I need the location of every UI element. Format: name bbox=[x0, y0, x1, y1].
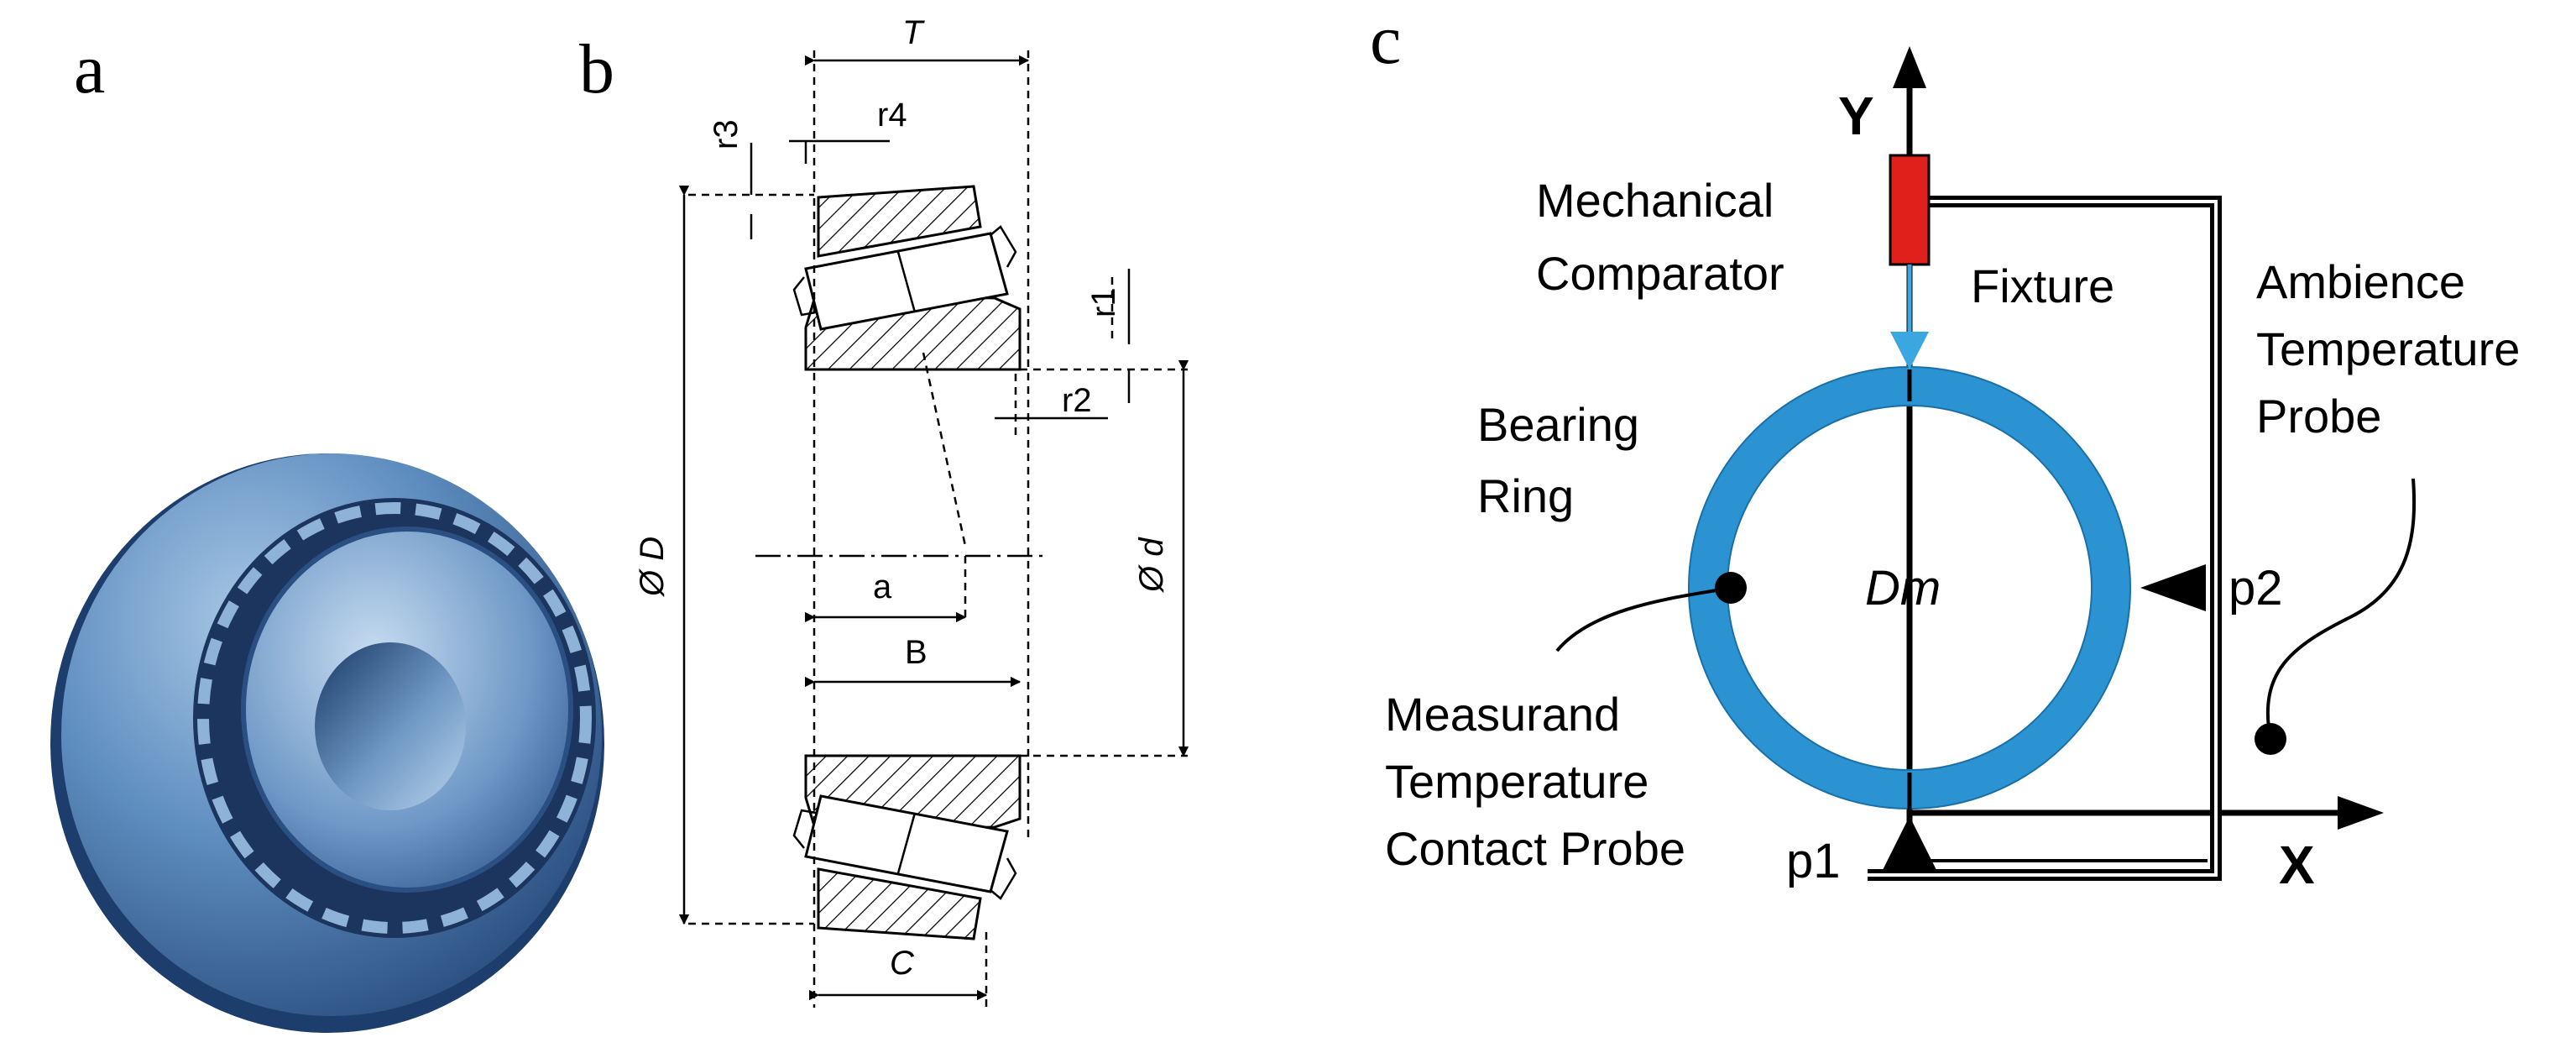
measurand-label: Measurand Temperature Contact Probe bbox=[1385, 688, 1685, 875]
bore bbox=[315, 642, 466, 810]
panel-b: b bbox=[579, 14, 1189, 1008]
fixture-label: Fixture bbox=[1971, 259, 2114, 312]
p2-label: p2 bbox=[2229, 561, 2283, 616]
dim-r1: r1 bbox=[1085, 287, 1122, 317]
y-axis-label: Y bbox=[1838, 86, 1874, 146]
y-axis-arrow-icon bbox=[1893, 46, 1926, 88]
dim-D: Ø D bbox=[634, 537, 671, 598]
ring-center-label: Dm bbox=[1865, 561, 1941, 616]
panel-a-letter: a bbox=[74, 30, 105, 108]
x-axis-label: X bbox=[2279, 835, 2315, 895]
p1-label: p1 bbox=[1786, 834, 1841, 888]
dim-T: T bbox=[902, 14, 925, 51]
bearing-label: Bearing Ring bbox=[1477, 398, 1653, 522]
x-axis-arrow-icon bbox=[2338, 796, 2384, 830]
panel-b-letter: b bbox=[579, 30, 614, 108]
comparator-label: Mechanical Comparator bbox=[1536, 174, 1787, 300]
p2-support-icon bbox=[2140, 564, 2206, 611]
panel-c-letter: c bbox=[1370, 1, 1401, 79]
bearing-cross-section bbox=[678, 50, 1189, 1008]
measurand-probe-wire bbox=[1555, 586, 1732, 652]
ambience-label: Ambience Temperature Probe bbox=[2256, 255, 2533, 443]
ambience-probe-wire bbox=[2265, 478, 2417, 740]
p1-support-icon bbox=[1883, 816, 1936, 870]
roller-cage bbox=[197, 502, 592, 934]
dim-r4: r4 bbox=[877, 97, 907, 134]
dim-r2: r2 bbox=[1062, 382, 1092, 419]
dim-C: C bbox=[890, 945, 915, 982]
panel-c: c Y X Dm p1 p2 bbox=[1370, 1, 2533, 895]
bearing-photo bbox=[50, 453, 604, 1033]
dim-d: Ø d bbox=[1133, 537, 1170, 594]
dim-r3: r3 bbox=[708, 119, 745, 149]
panel-a: a bbox=[50, 30, 604, 1033]
dim-B: B bbox=[905, 634, 927, 671]
dim-a: a bbox=[873, 568, 892, 605]
mechanical-comparator bbox=[1889, 154, 1931, 266]
fixture-frame bbox=[1868, 196, 2222, 881]
comparator-arrow-icon bbox=[1890, 332, 1929, 369]
